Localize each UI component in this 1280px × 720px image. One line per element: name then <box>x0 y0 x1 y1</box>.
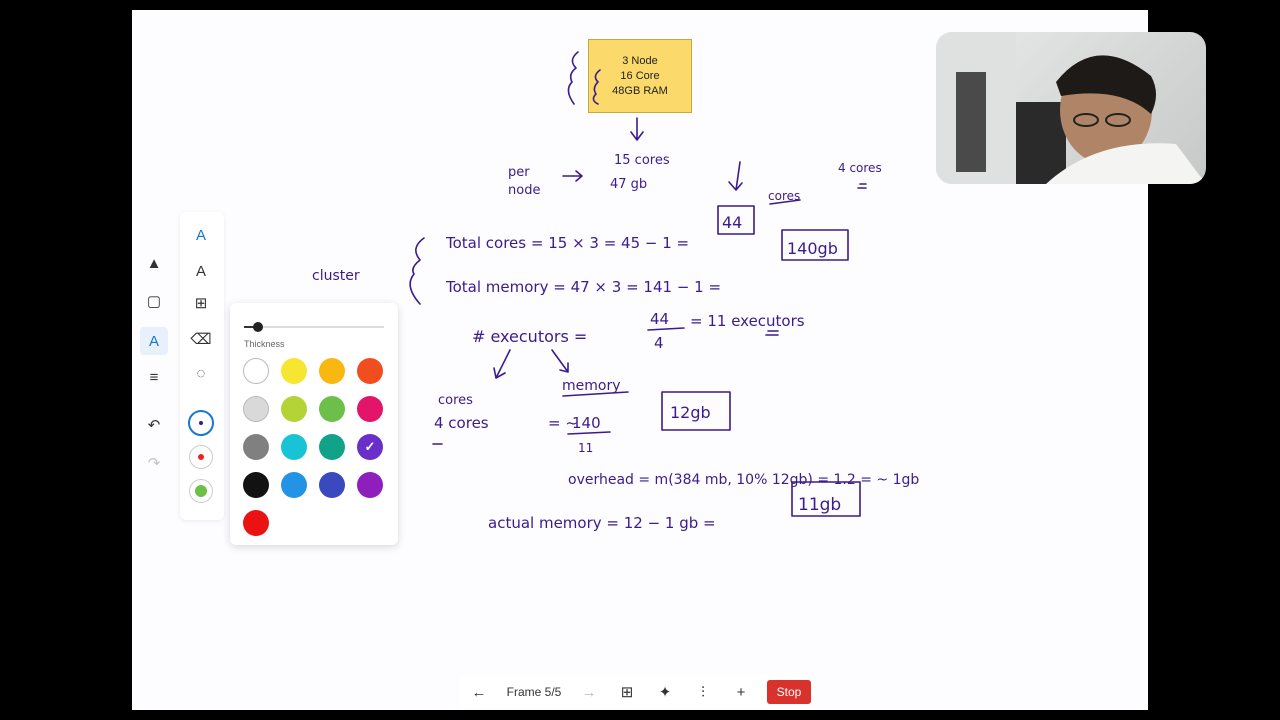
color-swatch[interactable] <box>243 472 269 498</box>
color-swatch[interactable] <box>243 358 269 384</box>
follow-user-icon[interactable]: + <box>736 683 746 701</box>
pen-tool-icon[interactable]: A <box>195 226 206 244</box>
stop-button[interactable]: Stop <box>767 680 811 704</box>
settings-sliders-icon[interactable]: ⫶ <box>701 683 705 701</box>
prev-frame-icon[interactable]: ← <box>471 683 487 701</box>
sticky-line-3: 48GB RAM <box>612 84 668 97</box>
sticky-note-icon[interactable]: ▢ <box>146 293 162 310</box>
sticky-line-2: 16 Core <box>620 69 660 82</box>
color-swatch[interactable] <box>357 396 383 422</box>
pen-slot-purple[interactable] <box>186 408 216 438</box>
color-thickness-palette: Thickness ✓ <box>230 303 398 545</box>
celebrate-icon[interactable]: ✦ <box>658 684 672 701</box>
thickness-slider-fill <box>244 326 258 328</box>
color-swatch[interactable] <box>243 396 269 422</box>
sticky-note[interactable]: 3 Node 16 Core 48GB RAM <box>588 39 692 113</box>
eraser-icon[interactable]: ⌫ <box>190 331 212 348</box>
pen-options-bar: A A ⊞ ⌫ ◌ <box>180 212 224 520</box>
color-swatch[interactable] <box>319 434 345 460</box>
presenter-image <box>936 32 1206 184</box>
shape-recognize-icon[interactable]: ⊞ <box>194 295 208 312</box>
color-swatch[interactable] <box>281 434 307 460</box>
next-frame-icon[interactable]: → <box>581 683 597 701</box>
color-swatch[interactable] <box>357 358 383 384</box>
pen-icon[interactable]: A <box>140 327 168 355</box>
color-swatch[interactable] <box>281 358 307 384</box>
color-swatch[interactable] <box>319 396 345 422</box>
color-swatch[interactable] <box>319 472 345 498</box>
select-cursor-icon[interactable]: ▲ <box>146 254 162 272</box>
lasso-icon[interactable]: ◌ <box>196 364 206 382</box>
thickness-slider[interactable] <box>244 322 384 332</box>
color-swatch[interactable] <box>281 396 307 422</box>
frames-grid-icon[interactable]: ⊞ <box>620 684 634 701</box>
thickness-label: Thickness <box>244 339 285 349</box>
comment-icon[interactable]: ≡ <box>149 368 159 386</box>
sticky-line-1: 3 Node <box>622 54 658 67</box>
pen-slot-red[interactable] <box>186 442 216 472</box>
color-swatch[interactable] <box>357 472 383 498</box>
pen-slot-green[interactable] <box>186 476 216 506</box>
undo-icon[interactable]: ↶ <box>147 417 161 434</box>
color-swatch[interactable] <box>243 510 269 536</box>
color-swatch[interactable] <box>243 434 269 460</box>
color-swatch-selected[interactable]: ✓ <box>357 434 383 460</box>
presenter-webcam <box>936 32 1206 184</box>
frame-indicator: Frame 5/5 <box>506 685 562 699</box>
highlighter-icon[interactable]: A <box>195 262 206 280</box>
presentation-bar: ← Frame 5/5 → ⊞ ✦ ⫶ + Stop <box>459 676 811 708</box>
redo-icon[interactable]: ↷ <box>147 455 161 472</box>
color-swatch[interactable] <box>281 472 307 498</box>
thickness-slider-knob[interactable] <box>253 322 263 332</box>
color-swatch[interactable] <box>319 358 345 384</box>
main-toolbar: ▲ ▢ A ≡ ↶ ↷ <box>136 245 168 485</box>
